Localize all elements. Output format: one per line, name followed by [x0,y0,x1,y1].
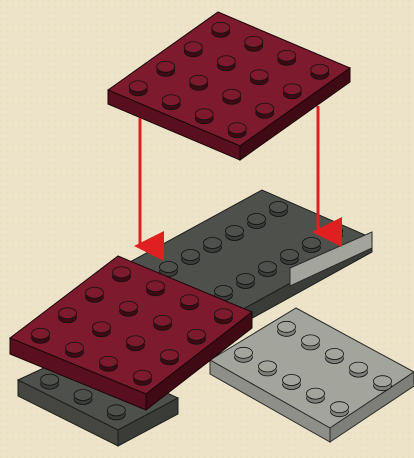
stud [184,42,202,57]
stud [113,267,131,282]
stud [204,238,222,253]
stud [188,329,206,344]
stud [157,61,175,76]
stud [228,123,246,138]
stud [326,349,344,364]
stud [250,70,268,85]
stud [311,64,329,79]
stud [74,390,92,405]
stud [283,375,301,390]
stud [190,75,208,90]
stud [325,226,343,241]
stud [226,226,244,241]
stud [248,214,266,229]
stud [182,250,200,265]
stud [127,336,145,351]
stud [307,388,325,403]
stud [331,402,349,417]
stud [245,36,263,51]
stud [278,50,296,65]
stud [100,356,118,371]
stud [120,301,138,316]
stud [212,22,230,37]
stud [154,315,172,330]
stud [235,347,253,362]
stud [215,309,233,324]
stud [283,84,301,99]
stud [93,322,111,337]
stud [259,361,277,376]
stud [256,103,274,118]
stud [181,295,199,310]
stud [278,321,296,336]
stud [161,350,179,365]
stud [59,308,77,323]
stud [147,281,165,296]
stud [303,238,321,253]
stud [129,81,147,96]
stud [195,109,213,124]
stud [217,56,235,71]
stud [259,262,277,277]
stud [162,95,180,110]
stud [66,342,84,357]
stud [86,287,104,302]
stud [270,202,288,217]
stud [134,370,152,385]
stud [281,250,299,265]
stud [374,376,392,391]
stud [41,374,59,389]
stud [223,89,241,104]
stud [32,328,50,343]
stud [107,405,125,420]
stud [350,362,368,377]
stud [237,274,255,289]
stud [302,335,320,350]
